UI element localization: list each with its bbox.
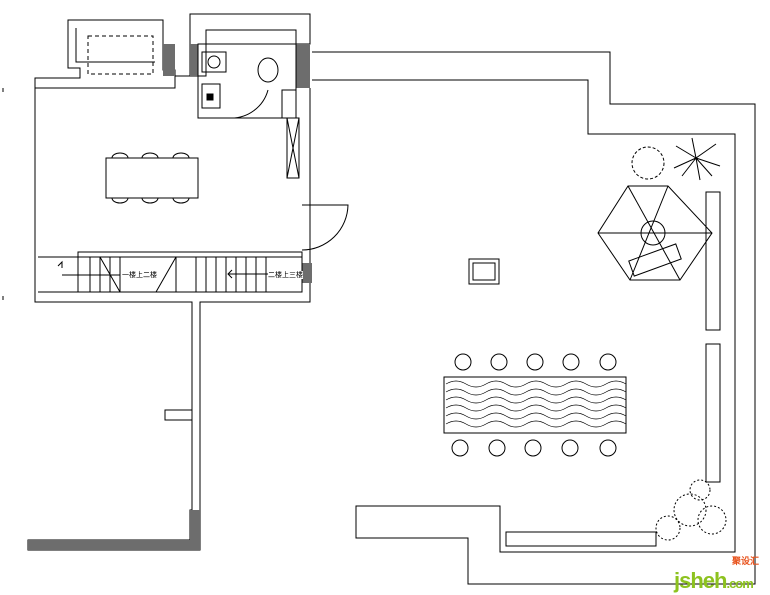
- lounge-chair: [628, 243, 682, 277]
- armchairs: [451, 353, 617, 457]
- stair-label-2-to-3: 二楼上三楼: [268, 271, 303, 279]
- door-swing: [301, 204, 349, 251]
- skylight-dashed: [87, 35, 154, 75]
- chairs: [111, 152, 190, 204]
- bathroom: [197, 43, 297, 119]
- watermark-cn: 聚设汇: [732, 557, 760, 567]
- left-room-outline: [27, 88, 311, 551]
- closet: [286, 117, 300, 179]
- sink-icon-2: [201, 83, 221, 109]
- watermark-logo: jsheh.com: [674, 568, 754, 593]
- walls: [28, 44, 312, 550]
- bathroom-door-swing: [229, 89, 269, 119]
- planter-box: [705, 343, 721, 483]
- sink-icon: [201, 51, 227, 73]
- corner-plants: [655, 479, 727, 541]
- dining-table: [105, 157, 199, 199]
- table-wave-pattern: [445, 380, 627, 428]
- stair-label-1-to-2: 一楼上二楼: [122, 271, 157, 279]
- terrace-outline: [312, 51, 756, 585]
- palm-plant-icon: [673, 137, 721, 181]
- watermark-suffix: .com: [726, 576, 753, 591]
- planter-box: [705, 191, 721, 331]
- staircase: [38, 251, 303, 293]
- plant-icon: [631, 146, 665, 180]
- skylight-square: [468, 258, 500, 285]
- toilet-icon: [257, 57, 279, 83]
- watermark-brand: jsheh: [674, 568, 727, 593]
- planter-box: [505, 531, 657, 547]
- conference-table: [443, 376, 627, 434]
